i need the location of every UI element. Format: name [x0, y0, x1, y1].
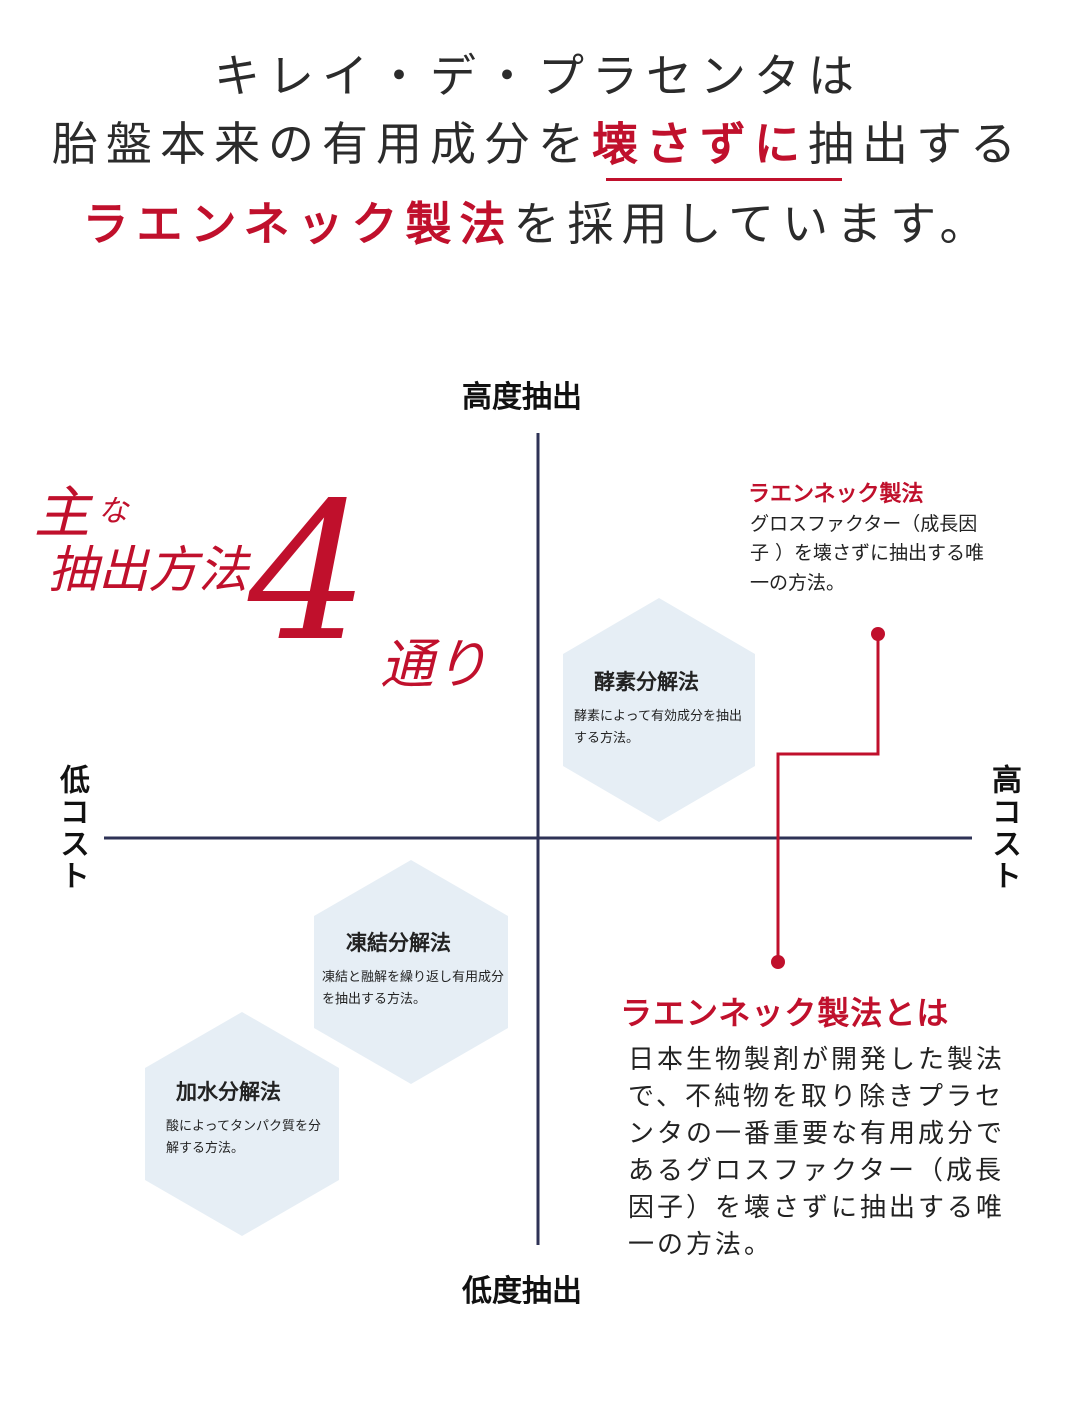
heading-na: な — [98, 494, 128, 529]
heading-extraction-methods: 抽出方法 — [48, 541, 248, 599]
method-hydrolysis-description: 酸によってタンパク質を分解する方法。 — [166, 1119, 321, 1157]
method-freeze-title: 凍結分解法 — [346, 931, 451, 955]
axis-label-high-cost: 高コスト — [986, 764, 1021, 892]
method-enzyme-title: 酵素分解法 — [594, 670, 699, 694]
headline-line-2-post: 抽出する — [808, 117, 1024, 171]
method-freeze: 凍結分解法 凍結と融解を繰り返し有用成分を抽出する方法。 — [322, 927, 508, 1011]
method-enzyme-description: 酵素によって有効成分を抽出する方法。 — [574, 709, 742, 747]
about-body: 日本生物製剤が開発した製法で、不純物を取り除きプラセンタの一番重要な有用成分であ… — [628, 1045, 1006, 1260]
headline-accent-intact: 壊さずに — [592, 117, 808, 171]
axis-label-low-extraction: 低度抽出 — [462, 1274, 582, 1309]
callout-description: グロスファクター（成長因子 ）を壊さずに抽出する唯一の方法。 — [750, 513, 985, 594]
headline-accent-method: ラエンネック製法 — [82, 197, 514, 251]
headline-line-3: ラエンネック製法を採用しています。 — [0, 188, 1076, 254]
headline-line-3-post: を採用しています。 — [513, 197, 994, 251]
connector-dot-top — [871, 627, 885, 641]
axis-label-high-extraction: 高度抽出 — [462, 380, 582, 415]
hexagon-hydrolysis — [145, 1012, 339, 1236]
callout-connector-line — [776, 634, 880, 962]
method-hydrolysis-title: 加水分解法 — [176, 1080, 281, 1104]
about-title: ラエンネック製法とは — [620, 994, 950, 1032]
method-hydrolysis: 加水分解法 酸によってタンパク質を分解する方法。 — [166, 1076, 326, 1160]
headline-line-2-pre: 胎盤本来の有用成分を — [52, 117, 592, 171]
hexagon-freeze — [314, 860, 508, 1084]
callout-title: ラエンネック製法 — [748, 482, 924, 507]
heading-main-char: 主 — [34, 481, 90, 546]
headline-line-1: キレイ・デ・プラセンタは — [214, 49, 862, 103]
connector-dot-bottom — [771, 955, 785, 969]
hexagon-enzyme — [563, 598, 755, 822]
heading-number-four: 4 — [248, 462, 369, 683]
axis-label-low-cost: 低コスト — [54, 764, 89, 892]
method-enzyme: 酵素分解法 酵素によって有効成分を抽出する方法。 — [574, 666, 754, 750]
heading-ways: 通り — [380, 633, 488, 696]
accent-underline — [606, 178, 842, 181]
method-freeze-description: 凍結と融解を繰り返し有用成分を抽出する方法。 — [322, 970, 505, 1008]
headline-line-2: 胎盤本来の有用成分を壊さずに抽出する — [0, 108, 1076, 174]
